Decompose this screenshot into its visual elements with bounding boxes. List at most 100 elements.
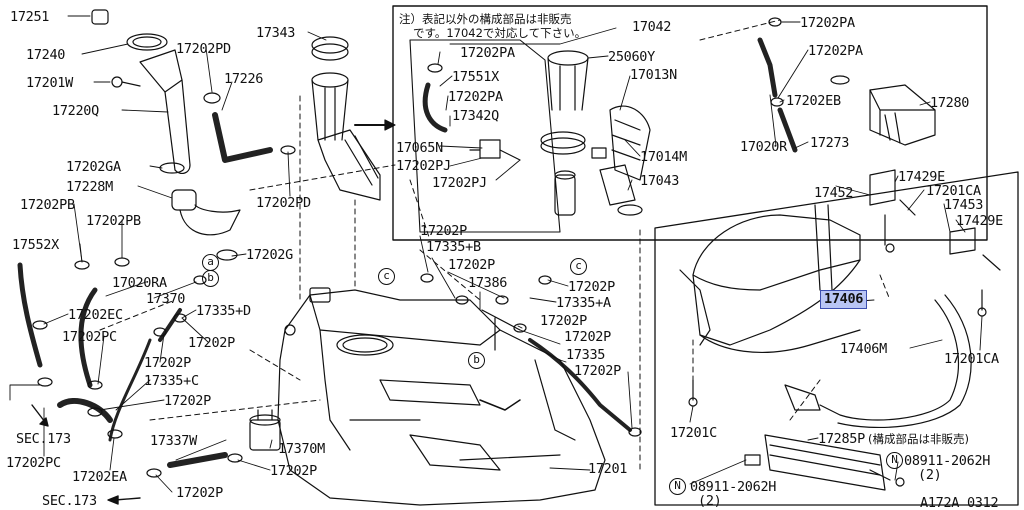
- part-label: 17429E: [956, 213, 1003, 229]
- diagram-code: A172A 0312: [920, 495, 999, 510]
- part-label: 08911-2062H: [904, 453, 991, 469]
- part-label: 17202P: [270, 463, 317, 479]
- part-label: 17337W: [150, 433, 197, 449]
- part-label: 17202PA: [800, 15, 855, 31]
- part-label: 17042: [632, 19, 672, 35]
- section-reference: SEC.173: [16, 431, 71, 447]
- dashed-leaders: [99, 19, 891, 471]
- part-label: 17228M: [66, 179, 113, 195]
- section-reference: SEC.173: [42, 493, 97, 509]
- part-label: 17285P: [818, 431, 865, 447]
- part-label: 17201C: [670, 425, 717, 441]
- part-label: 17202EC: [68, 307, 123, 323]
- part-label: 17013N: [630, 67, 677, 83]
- part-label: 17202PJ: [396, 158, 451, 174]
- part-label: 17452: [814, 185, 854, 201]
- heat-insulator-drawing: [869, 84, 936, 146]
- reference-marker: c: [570, 258, 587, 275]
- part-label: 17202P: [144, 355, 191, 371]
- part-label: 17065N: [396, 140, 443, 156]
- inset-pump-parts-drawing: [469, 50, 651, 216]
- part-label: 17202PC: [6, 455, 61, 471]
- canister-drawing: [249, 409, 281, 451]
- part-label: 17226: [224, 71, 264, 87]
- not-sold-note: (構成部品は非販売): [868, 432, 969, 446]
- filler-hose-drawing: [171, 189, 241, 236]
- reference-marker: c: [378, 268, 395, 285]
- reference-marker: b: [202, 270, 219, 287]
- part-label: 17406M: [840, 341, 887, 357]
- part-label: 17014M: [640, 149, 687, 165]
- part-label: 17202P: [574, 363, 621, 379]
- part-label: 17251: [10, 9, 50, 25]
- quantity-label: (2): [698, 493, 722, 509]
- part-label: 17202P: [568, 279, 615, 295]
- part-label: 17335: [566, 347, 606, 363]
- quantity-label: (2): [918, 467, 942, 483]
- part-label: 17202P: [448, 257, 495, 273]
- part-label: 17220Q: [52, 103, 99, 119]
- part-label: 17202P: [420, 223, 467, 239]
- pipe-drawing: [481, 309, 521, 351]
- part-label: 17202EA: [72, 469, 127, 485]
- part-label: 17202PJ: [432, 175, 487, 191]
- part-label: 17202P: [176, 485, 223, 501]
- part-label: 17551X: [452, 69, 499, 85]
- part-label: 25060Y: [608, 49, 655, 65]
- part-label: 17429E: [898, 169, 945, 185]
- part-label: 17202P: [540, 313, 587, 329]
- part-label: 17202PA: [448, 89, 503, 105]
- part-label: 17202P: [188, 335, 235, 351]
- part-label: 17201: [588, 461, 628, 477]
- part-label: 17370: [146, 291, 186, 307]
- part-label: 17342Q: [452, 108, 499, 124]
- part-label: 17201W: [26, 75, 73, 91]
- part-label: 08911-2062H: [690, 479, 777, 495]
- part-label: 17202PA: [808, 43, 863, 59]
- part-label: 17202PB: [86, 213, 141, 229]
- heat-shield-inset-frame: [654, 171, 1019, 506]
- part-label: 17240: [26, 47, 66, 63]
- part-label: 17370M: [278, 441, 325, 457]
- part-label: 17201CA: [944, 351, 999, 367]
- part-label: 17273: [810, 135, 850, 151]
- part-label: 17202PB: [20, 197, 75, 213]
- part-label: 17202EB: [786, 93, 841, 109]
- reference-marker: b: [468, 352, 485, 369]
- part-label: 17335+A: [556, 295, 611, 311]
- part-label: 17453: [944, 197, 984, 213]
- leader-lines: [9, 15, 983, 493]
- part-label: 17202PD: [256, 195, 311, 211]
- part-label: 17335+D: [196, 303, 251, 319]
- heat-shield-drawing: [679, 169, 1001, 491]
- reference-marker: a: [202, 254, 219, 271]
- part-label: 17280: [930, 95, 970, 111]
- nut-marker: N: [669, 478, 686, 495]
- part-label: 17335+C: [144, 373, 199, 389]
- nut-marker: N: [886, 452, 903, 469]
- part-label: 17043: [640, 173, 680, 189]
- inset-note-line2: です。17042で対応して下さい。: [413, 26, 587, 40]
- part-label: 17202G: [246, 247, 293, 263]
- filler-cap-drawing: [91, 9, 191, 175]
- part-label: 17202PC: [62, 329, 117, 345]
- inset-note-line1: 注）表記以外の構成部品は非販売: [399, 12, 572, 26]
- part-label: 17201CA: [926, 183, 981, 199]
- pump-inset-frame: [392, 5, 988, 241]
- part-label: 17202P: [164, 393, 211, 409]
- part-label: 17386: [468, 275, 508, 291]
- part-label: 17202GA: [66, 159, 121, 175]
- part-label: 17020R: [740, 139, 787, 155]
- part-label: 17552X: [12, 237, 59, 253]
- part-label: 17335+B: [426, 239, 481, 255]
- part-label: 17202PD: [176, 41, 231, 57]
- fuel-tank-drawing: [277, 287, 606, 506]
- part-label: 17020RA: [112, 275, 167, 291]
- part-label: 17343: [256, 25, 296, 41]
- part-label: 17202P: [564, 329, 611, 345]
- fuel-pump-module-drawing: [311, 36, 396, 201]
- pump-inner-frame: [409, 39, 561, 233]
- highlighted-part-label[interactable]: 17406: [820, 290, 868, 309]
